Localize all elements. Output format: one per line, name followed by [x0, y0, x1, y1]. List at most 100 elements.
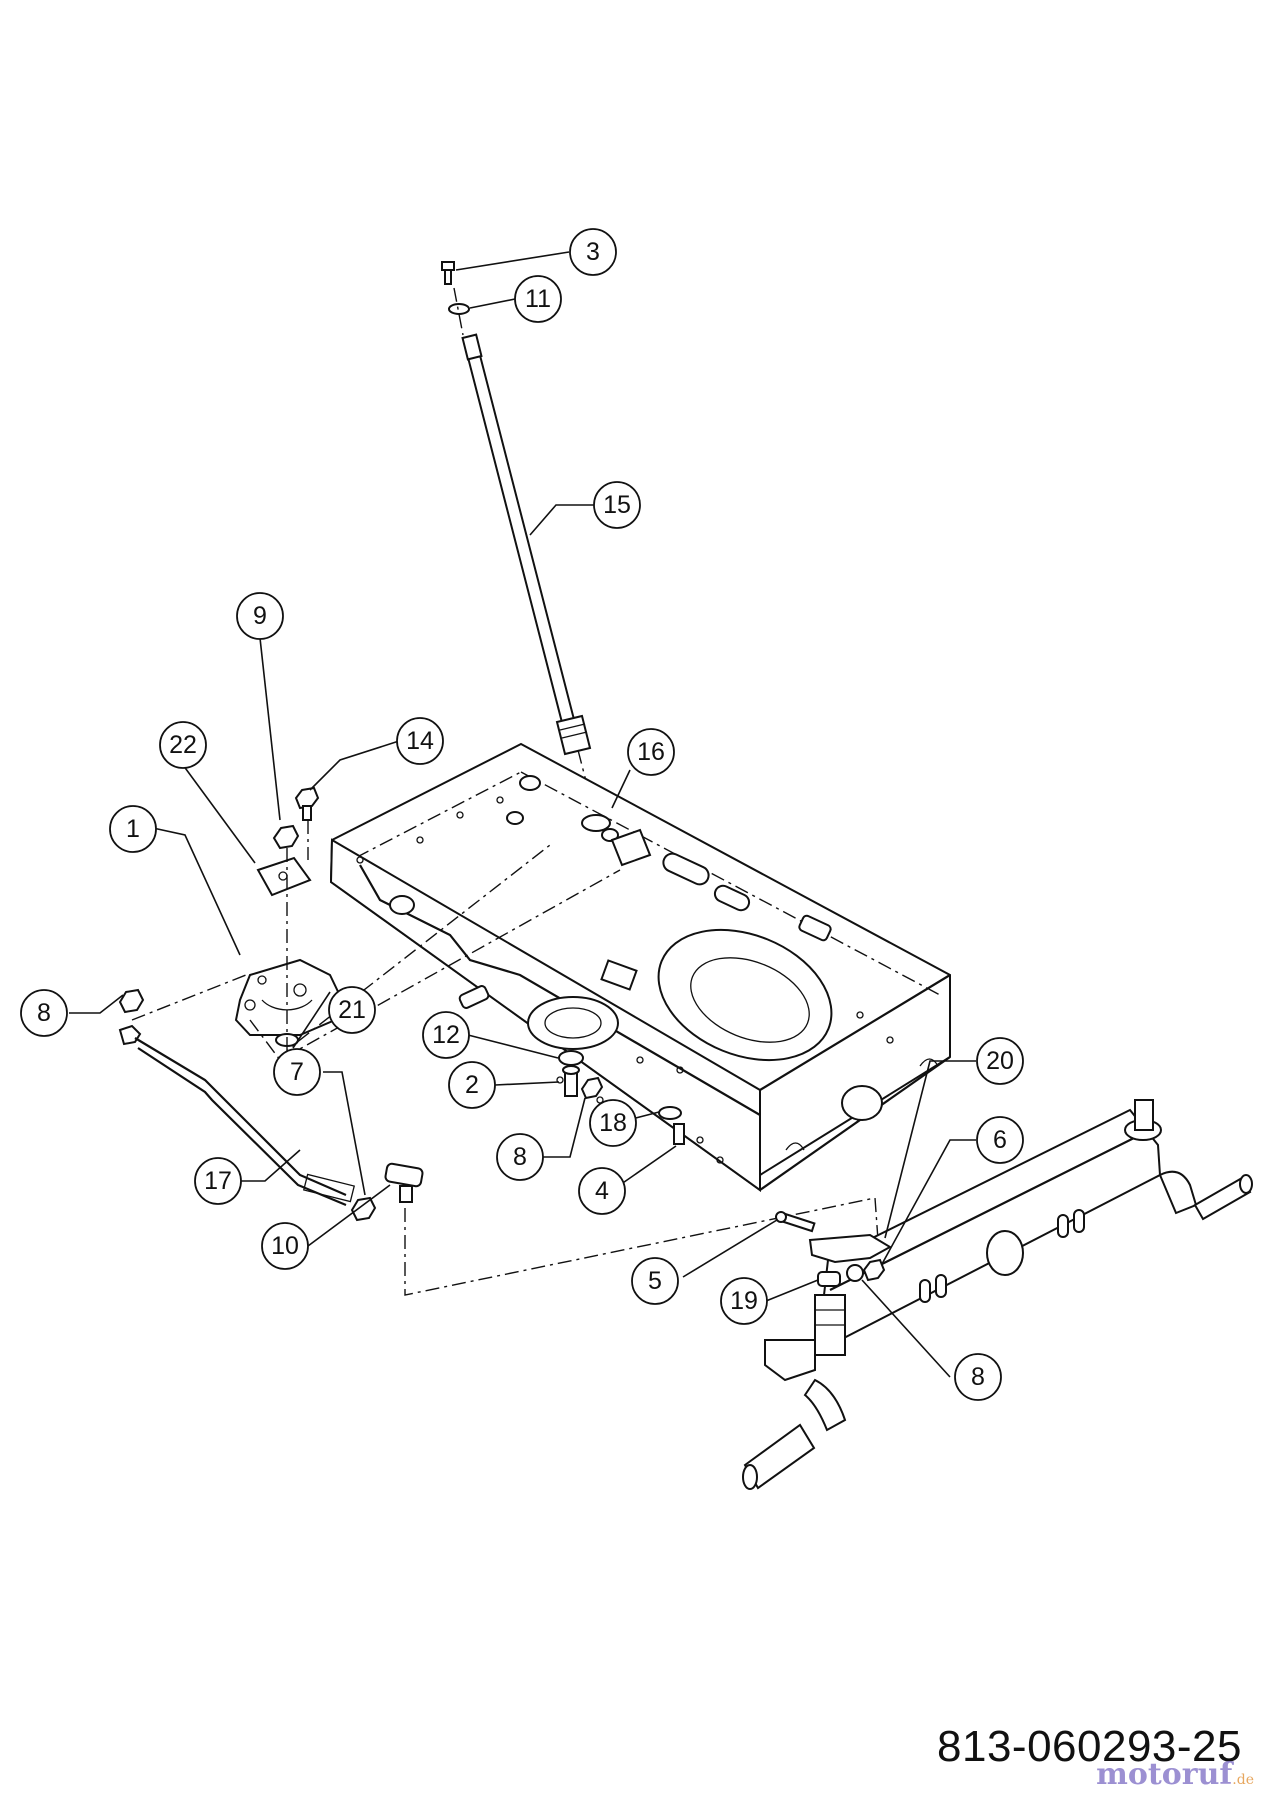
ball-joint-part-10: [384, 1162, 424, 1203]
callout-circle: [109, 805, 157, 853]
callout-label: 4: [595, 1177, 609, 1205]
callout-label: 12: [432, 1021, 460, 1049]
callout-circle: [720, 1277, 768, 1325]
callout-circle: [954, 1353, 1002, 1401]
callout-label: 20: [986, 1047, 1014, 1075]
callout-17: 17: [194, 1157, 242, 1205]
callout-5: 5: [631, 1257, 679, 1305]
front-axle: [742, 1099, 1253, 1490]
nut-part-8b: [580, 1076, 604, 1100]
callout-circle: [194, 1157, 242, 1205]
callout-circle: [569, 228, 617, 276]
callout-15: 15: [593, 481, 641, 529]
callout-6: 6: [976, 1116, 1024, 1164]
assembly-line-balljoint: [404, 1197, 879, 1296]
callout-label: 8: [37, 999, 51, 1027]
callout-circle: [422, 1011, 470, 1059]
washer-part-12: [558, 1050, 584, 1066]
callout-label: 21: [338, 996, 366, 1024]
nut-part-6: [862, 1258, 886, 1282]
callout-label: 6: [993, 1126, 1007, 1154]
nut-part-8a: [118, 988, 145, 1014]
assembly-line-gear-2: [249, 869, 621, 1061]
callout-circle: [448, 1061, 496, 1109]
callout-8a: 8: [20, 989, 68, 1037]
callout-10: 10: [261, 1222, 309, 1270]
callout-4: 4: [578, 1167, 626, 1215]
callout-circle: [396, 717, 444, 765]
callout-circle: [20, 989, 68, 1037]
main-frame: [329, 742, 951, 1192]
steering-shaft: [461, 333, 592, 756]
callout-circle: [159, 721, 207, 769]
callout-11: 11: [514, 275, 562, 323]
callout-16: 16: [627, 728, 675, 776]
callout-label: 8: [513, 1143, 527, 1171]
callout-label: 16: [637, 738, 665, 766]
callout-label: 11: [525, 285, 551, 313]
callout-label: 22: [169, 731, 197, 759]
callout-19: 19: [720, 1277, 768, 1325]
callout-circle: [261, 1222, 309, 1270]
callout-circle: [496, 1133, 544, 1181]
callout-7: 7: [273, 1048, 321, 1096]
callout-18: 18: [589, 1099, 637, 1147]
callout-label: 5: [648, 1267, 662, 1295]
watermark-suffix: .de: [1232, 1772, 1254, 1788]
callout-21: 21: [328, 986, 376, 1034]
callout-circle: [328, 986, 376, 1034]
callout-22: 22: [159, 721, 207, 769]
callout-label: 18: [599, 1109, 627, 1137]
watermark-brand: motoruf: [1096, 1757, 1233, 1792]
callout-label: 8: [971, 1363, 985, 1391]
callout-label: 19: [730, 1287, 758, 1315]
callout-label: 14: [406, 727, 434, 755]
callout-12: 12: [422, 1011, 470, 1059]
callout-label: 1: [126, 815, 140, 843]
axis-line-shaft: [453, 287, 464, 336]
diagram-code: 813-060293-25: [937, 1722, 1242, 1771]
callout-circle: [578, 1167, 626, 1215]
callout-1: 1: [109, 805, 157, 853]
callout-circle: [976, 1037, 1024, 1085]
assembly-line-gear: [286, 844, 551, 1052]
callout-3: 3: [569, 228, 617, 276]
callout-9: 9: [236, 592, 284, 640]
washer-part-11: [448, 303, 470, 315]
callout-label: 17: [204, 1167, 232, 1195]
sector-gear-part-1: [234, 958, 344, 1036]
callout-label: 15: [603, 491, 631, 519]
callout-8c: 8: [954, 1353, 1002, 1401]
callout-label: 3: [586, 238, 600, 266]
bolt-part-3: [441, 261, 455, 285]
nut-part-9: [272, 824, 300, 850]
washer-part-18: [658, 1106, 682, 1120]
callout-circle: [627, 728, 675, 776]
bolt-part-4: [673, 1123, 685, 1145]
drag-link-part-17: [118, 1024, 356, 1207]
callout-8b: 8: [496, 1133, 544, 1181]
callout-label: 9: [253, 602, 267, 630]
nut-part-8c: [846, 1264, 864, 1282]
callout-circle: [593, 481, 641, 529]
callout-label: 7: [290, 1058, 304, 1086]
bolt-part-2: [562, 1065, 580, 1097]
leader-lines: [69, 251, 976, 1378]
callout-2: 2: [448, 1061, 496, 1109]
steering-arm-part-20: [808, 1233, 893, 1264]
callout-label: 2: [465, 1071, 479, 1099]
callout-circle: [273, 1048, 321, 1096]
callout-circle: [236, 592, 284, 640]
callout-circle: [976, 1116, 1024, 1164]
callout-circle: [514, 275, 562, 323]
plate-part-22: [256, 856, 312, 897]
bushing-part-19: [817, 1271, 841, 1287]
bolt-part-5: [775, 1211, 816, 1233]
locknut-part-7: [350, 1196, 377, 1222]
watermark: motoruf.de: [1096, 1757, 1254, 1792]
callout-20: 20: [976, 1037, 1024, 1085]
gear-bracket-16: [581, 814, 652, 867]
callout-label: 10: [271, 1232, 299, 1260]
assembly-line-link: [131, 974, 247, 1021]
